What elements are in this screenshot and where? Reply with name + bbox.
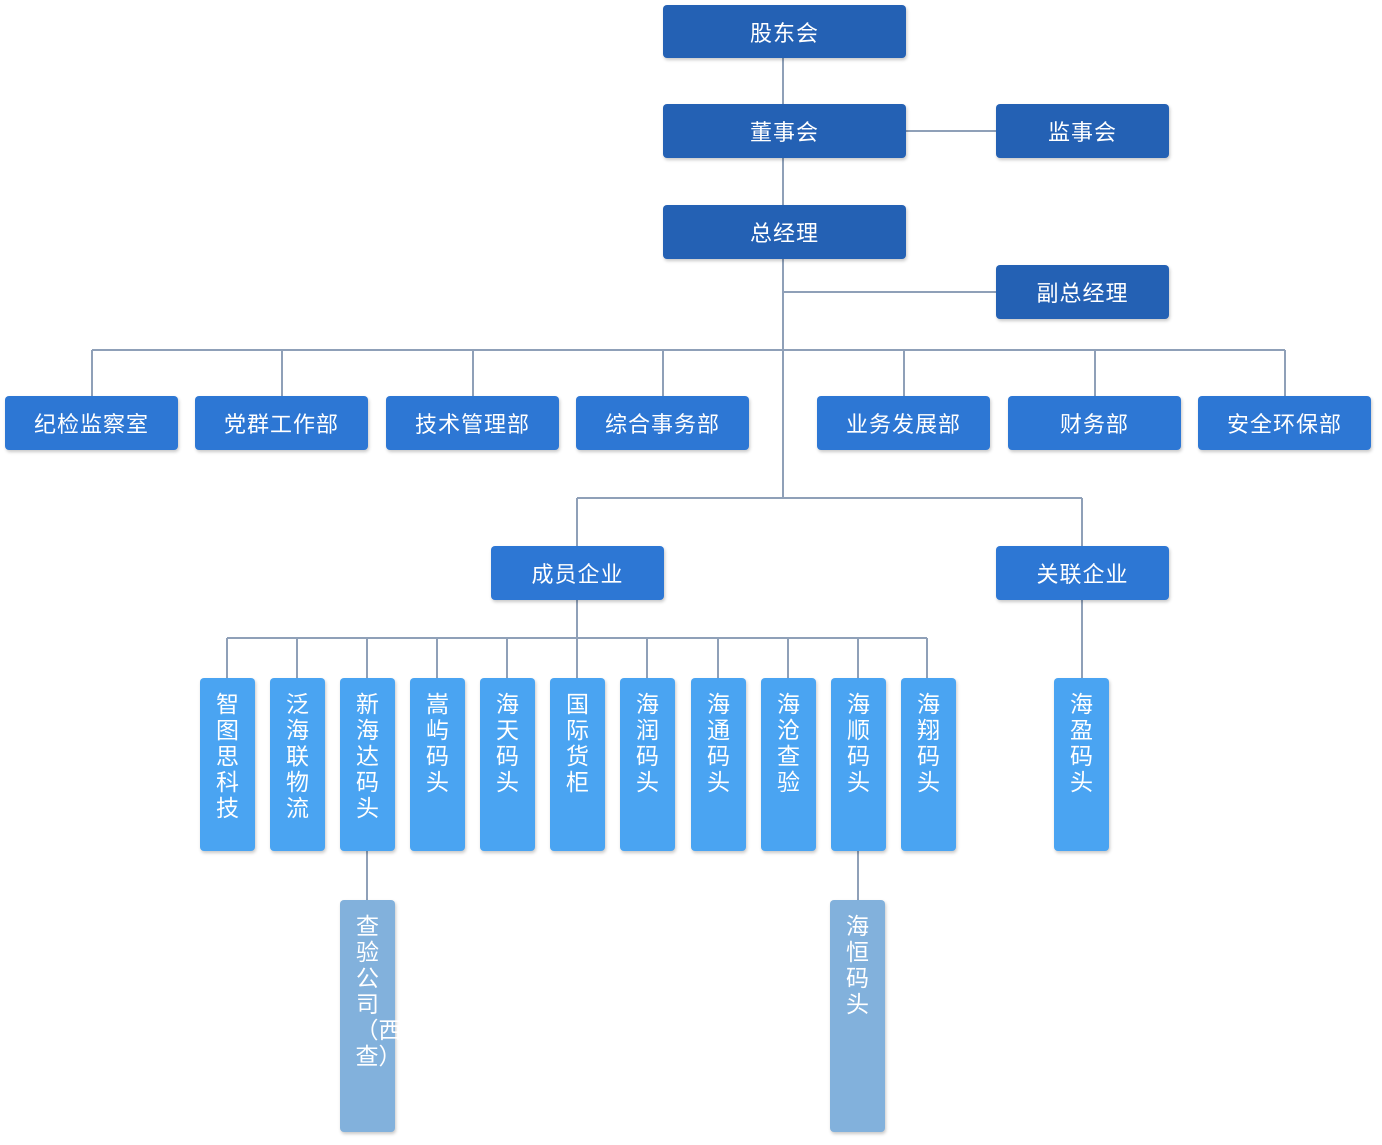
member-enterprise-box: 海润码头 (620, 678, 675, 851)
member-enterprise-label: 智图思科技 (216, 692, 239, 822)
member-enterprise-label: 嵩屿码头 (426, 692, 449, 796)
deputy-gm-label: 副总经理 (1036, 282, 1129, 307)
shareholders-meeting-box: 股东会 (663, 5, 906, 58)
board-of-supervisors-box: 监事会 (996, 104, 1169, 158)
subsidiary-label: 海恒码头 (846, 914, 869, 1018)
xinhaida-subsidiary-box: 查验公司（西查） (340, 900, 402, 1132)
member-enterprise-label: 海顺码头 (847, 692, 870, 796)
member-enterprise-box: 海天码头 (480, 678, 535, 851)
department-label: 财务部 (1059, 413, 1129, 438)
member-enterprise-label: 泛海联物流 (286, 692, 309, 822)
member-enterprise-label: 国际货柜 (566, 692, 589, 796)
members-label: 成员企业 (531, 563, 624, 588)
member-enterprises-box: 成员企业 (491, 546, 664, 600)
member-enterprise-box: 国际货柜 (550, 678, 605, 851)
department-box: 财务部 (1008, 396, 1181, 450)
member-enterprise-box: 海沧查验 (761, 678, 816, 851)
affiliates-label: 关联企业 (1036, 563, 1129, 588)
member-enterprise-box: 智图思科技 (200, 678, 255, 851)
department-label: 党群工作部 (223, 413, 339, 438)
member-enterprise-box: 新海达码头 (340, 678, 395, 851)
department-box: 综合事务部 (576, 396, 749, 450)
member-enterprise-box: 嵩屿码头 (410, 678, 465, 851)
member-enterprise-label: 海沧查验 (777, 692, 800, 796)
deputy-general-manager-box: 副总经理 (996, 265, 1169, 319)
member-enterprise-box: 海通码头 (691, 678, 746, 851)
affiliated-enterprise-label: 海盈码头 (1070, 692, 1093, 796)
department-box: 安全环保部 (1198, 396, 1371, 450)
department-label: 业务发展部 (845, 413, 961, 438)
gm-label: 总经理 (749, 222, 819, 247)
member-enterprise-label: 海通码头 (707, 692, 730, 796)
subsidiary-label: 查验公司（西查） (355, 914, 402, 1070)
affiliated-enterprise-box: 海盈码头 (1054, 678, 1109, 851)
department-label: 技术管理部 (414, 413, 530, 438)
department-label: 纪检监察室 (33, 413, 149, 438)
department-label: 综合事务部 (604, 413, 720, 438)
board-label: 董事会 (749, 121, 819, 146)
member-enterprise-box: 海顺码头 (831, 678, 886, 851)
department-box: 业务发展部 (817, 396, 990, 450)
supervisors-label: 监事会 (1047, 121, 1117, 146)
department-label: 安全环保部 (1226, 413, 1342, 438)
department-box: 党群工作部 (195, 396, 368, 450)
department-box: 纪检监察室 (5, 396, 178, 450)
affiliated-enterprises-box: 关联企业 (996, 546, 1169, 600)
board-of-directors-box: 董事会 (663, 104, 906, 158)
member-enterprise-box: 海翔码头 (901, 678, 956, 851)
member-enterprise-label: 海天码头 (496, 692, 519, 796)
member-enterprise-label: 新海达码头 (356, 692, 379, 822)
department-box: 技术管理部 (386, 396, 559, 450)
haishun-subsidiary-box: 海恒码头 (830, 900, 885, 1132)
member-enterprise-label: 海润码头 (636, 692, 659, 796)
general-manager-box: 总经理 (663, 205, 906, 259)
member-enterprise-label: 海翔码头 (917, 692, 940, 796)
shareholders-label: 股东会 (749, 21, 819, 47)
member-enterprise-box: 泛海联物流 (270, 678, 325, 851)
